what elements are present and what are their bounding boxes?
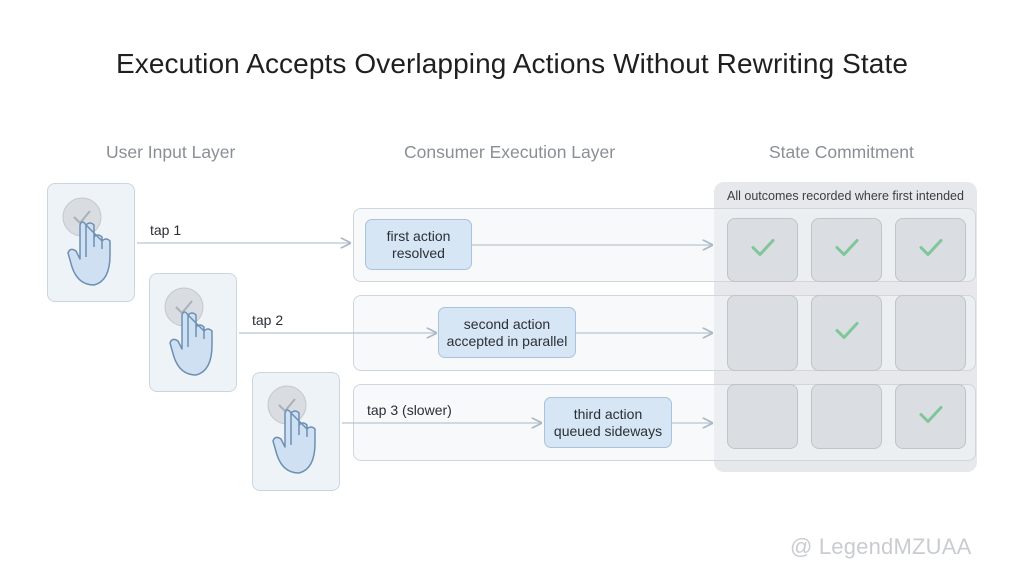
state-cell <box>811 295 882 371</box>
state-cell <box>895 384 966 449</box>
tap-label-1: tap 1 <box>150 222 182 238</box>
checkmark-icon <box>896 238 965 263</box>
state-cell <box>727 218 798 282</box>
checkmark-icon <box>812 238 881 263</box>
watermark: @ LegendMZUAA <box>790 534 972 559</box>
action-box-1-line1: first action <box>386 227 451 244</box>
action-box-3-line1: third action <box>573 405 643 422</box>
tap-label-3: tap 3 (slower) <box>367 402 452 418</box>
action-box-1: first action resolved <box>365 219 472 270</box>
action-box-3: third action queued sideways <box>544 397 672 448</box>
action-box-2-line2: accepted in parallel <box>446 332 568 349</box>
tap-hand-icon <box>62 197 111 286</box>
column-header-execution: Consumer Execution Layer <box>404 142 616 162</box>
column-header-commitment: State Commitment <box>769 142 914 162</box>
state-cell <box>811 218 882 282</box>
page-title: Execution Accepts Overlapping Actions Wi… <box>115 48 909 79</box>
action-box-1-line2: resolved <box>392 244 445 261</box>
state-cell <box>727 295 798 371</box>
action-box-2: second action accepted in parallel <box>438 307 576 358</box>
state-cell <box>895 218 966 282</box>
state-cell <box>895 295 966 371</box>
state-cell <box>811 384 882 449</box>
tap-label-2: tap 2 <box>252 312 284 328</box>
checkmark-icon <box>812 321 881 346</box>
action-box-3-line2: queued sideways <box>553 422 663 439</box>
tap-hand-icon <box>164 287 213 376</box>
tap-hand-icon <box>267 385 316 474</box>
checkmark-icon <box>728 238 797 263</box>
checkmark-icon <box>896 404 965 429</box>
commit-note: All outcomes recorded where first intend… <box>727 189 964 203</box>
column-header-input: User Input Layer <box>106 142 236 162</box>
action-box-2-line1: second action <box>463 315 551 332</box>
state-cell <box>727 384 798 449</box>
